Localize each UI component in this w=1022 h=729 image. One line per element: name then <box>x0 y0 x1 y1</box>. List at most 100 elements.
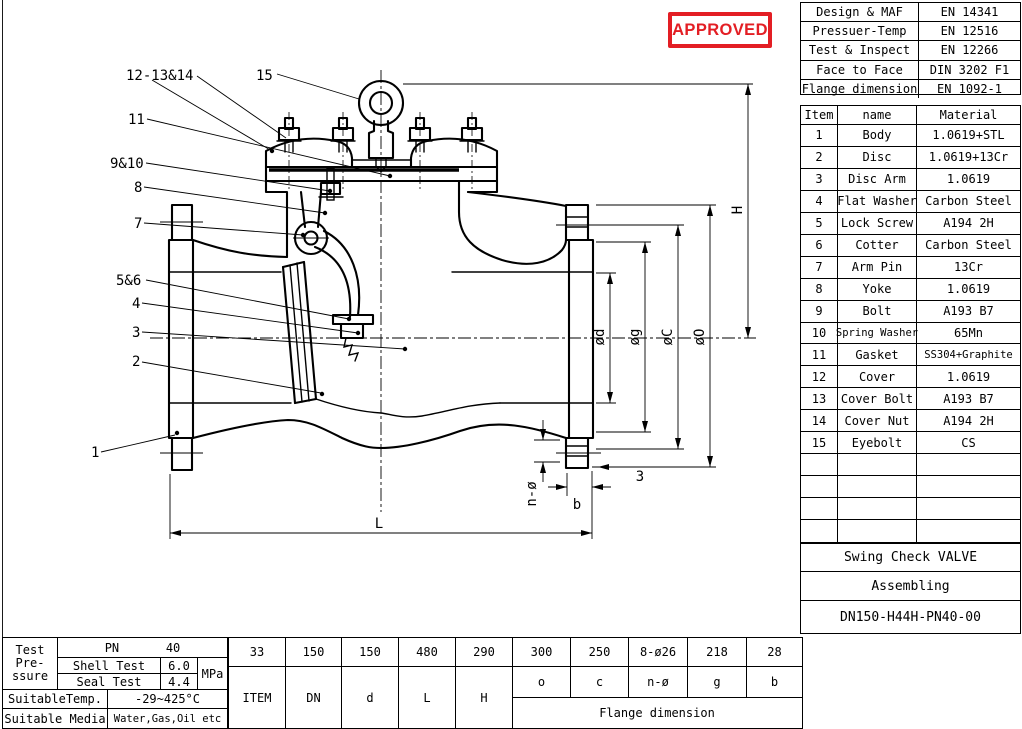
dim-label-og: øg <box>627 329 643 346</box>
dim-header: ITEM <box>229 667 286 728</box>
title-stage: Assembling <box>800 571 1021 601</box>
part-name: Cover Nut <box>838 410 917 433</box>
dim-header: g <box>688 667 747 698</box>
callout-9-10: 9&10 <box>110 156 144 172</box>
flange-dimension-footer: Flange dimension <box>512 698 801 728</box>
part-material: Carbon Steel <box>917 191 1020 213</box>
callout-11: 11 <box>128 112 145 128</box>
callout-1: 1 <box>91 445 99 461</box>
approved-stamp-label: APPROVED <box>672 20 768 39</box>
callouts: 12-13&14 15 11 9&10 8 7 5&6 4 3 2 1 <box>91 68 408 461</box>
part-no: 14 <box>801 410 838 433</box>
part-no: 4 <box>801 190 838 213</box>
empty-cell <box>917 520 1020 542</box>
flange-dimension-table: 33 150 150 480 290 300 250 8-ø26 218 28 … <box>228 637 803 729</box>
left-flange <box>167 238 195 440</box>
disc-arm <box>313 229 375 362</box>
part-no: 11 <box>801 344 838 367</box>
part-material: CS <box>917 432 1020 455</box>
dim-header: L <box>399 667 456 728</box>
part-material: 1.0619 <box>917 366 1020 389</box>
callout-3: 3 <box>132 325 140 341</box>
approved-stamp: APPROVED <box>668 12 772 48</box>
part-material: 1.0619 <box>917 169 1020 191</box>
dim-header: H <box>456 667 513 728</box>
part-name: Gasket <box>838 344 917 367</box>
valve-cover <box>264 165 499 183</box>
dim-value: 28 <box>747 638 802 667</box>
dim-header: d <box>342 667 399 728</box>
dim-value: 300 <box>513 638 571 667</box>
part-material: 13Cr <box>917 257 1020 279</box>
part-name: Lock Screw <box>838 212 917 235</box>
suitable-temp-value: -29~425°C <box>108 690 227 709</box>
part-name: Disc Arm <box>838 168 917 191</box>
part-no: 9 <box>801 300 838 323</box>
valve-body <box>167 79 595 472</box>
empty-cell <box>801 520 838 542</box>
part-no: 3 <box>801 168 838 191</box>
test-pressure-label: Test Pre- ssure <box>3 638 58 690</box>
part-no: 7 <box>801 256 838 279</box>
part-material: 65Mn <box>917 323 1020 345</box>
pressure-unit: MPa <box>198 658 227 690</box>
dim-label-oC: øC <box>660 329 676 346</box>
suitable-media-value: Water,Gas,Oil etc <box>113 712 222 725</box>
part-no: 1 <box>801 125 838 147</box>
empty-cell <box>801 498 838 521</box>
dim-value: 150 <box>342 638 399 667</box>
empty-cell <box>838 520 917 542</box>
callout-15: 15 <box>256 68 273 84</box>
part-name: Body <box>838 125 917 147</box>
dimension-lines: H øO øC øg ød n-ø L b 3 <box>169 83 753 539</box>
part-name: Spring Washer <box>836 322 918 345</box>
dim-label-oO: øO <box>692 329 708 346</box>
part-no: 12 <box>801 366 838 389</box>
dim-value: 8-ø26 <box>629 638 688 667</box>
right-flange <box>567 238 595 440</box>
part-name: Arm Pin <box>838 256 917 279</box>
empty-cell <box>917 498 1020 521</box>
dim-value: 150 <box>286 638 342 667</box>
empty-cell <box>838 454 917 477</box>
disc <box>281 260 318 405</box>
suitable-temp-label: SuitableTemp. <box>3 690 108 709</box>
part-name: Bolt <box>838 300 917 323</box>
dim-3-arrow <box>598 464 609 470</box>
part-name: Cotter <box>838 234 917 257</box>
empty-cell <box>838 476 917 499</box>
empty-cell <box>801 476 838 499</box>
dim-label-H: H <box>730 206 746 214</box>
part-material: A194 2H <box>917 410 1020 433</box>
part-name: Cover Bolt <box>838 388 917 411</box>
dim-label-3: 3 <box>636 469 644 485</box>
callout-4: 4 <box>132 296 140 312</box>
dim-value: 218 <box>688 638 747 667</box>
callout-5-6: 5&6 <box>116 273 141 289</box>
yoke <box>299 167 344 229</box>
eyebolt <box>357 79 405 174</box>
suitable-media-label: Suitable Media <box>3 709 108 728</box>
dim-header: b <box>747 667 802 698</box>
arm-pivot <box>293 220 329 256</box>
dim-value: 33 <box>229 638 286 667</box>
dim-value: 480 <box>399 638 456 667</box>
part-no: 13 <box>801 388 838 411</box>
seal-test-label: Seal Test <box>58 674 161 690</box>
dim-label-od: ød <box>592 329 608 346</box>
callout-12-13-14: 12-13&14 <box>126 68 193 84</box>
part-no: 2 <box>801 146 838 169</box>
dim-label-n-o: n-ø <box>524 481 540 507</box>
parts-header-item: Item <box>801 106 838 125</box>
shell-test-value: 6.0 <box>161 658 198 674</box>
